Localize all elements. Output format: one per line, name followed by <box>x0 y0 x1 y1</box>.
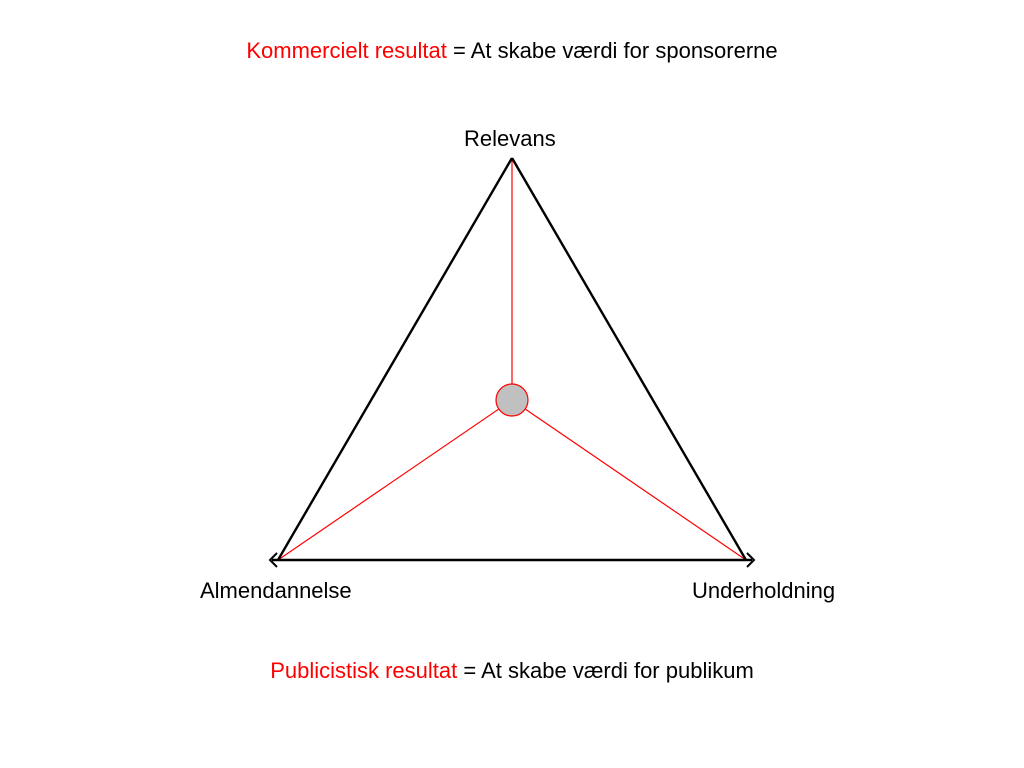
vertex-label-underholdning: Underholdning <box>692 578 836 603</box>
spoke-to-almendannelse <box>277 399 513 561</box>
commercial-result-caption: Kommercielt resultat = At skabe værdi fo… <box>0 38 1024 64</box>
triangle-left-edge <box>276 157 514 561</box>
publicist-result-caption: Publicistisk resultat = At skabe værdi f… <box>0 658 1024 684</box>
vertex-label-almendannelse: Almendannelse <box>200 578 352 603</box>
center-point <box>495 383 529 417</box>
spoke-to-underholdning <box>511 399 747 561</box>
commercial-result-definition: = At skabe værdi for sponsorerne <box>446 38 778 63</box>
publicist-result-definition: = At skabe værdi for publikum <box>457 658 754 683</box>
publicist-result-term: Publicistisk resultat <box>270 658 458 683</box>
right-arrowhead-icon <box>746 552 756 568</box>
commercial-result-term: Kommercielt resultat <box>246 38 447 63</box>
vertex-label-relevans: Relevans <box>464 126 556 151</box>
triangle-right-edge <box>510 157 748 561</box>
left-arrowhead-icon <box>268 552 278 568</box>
